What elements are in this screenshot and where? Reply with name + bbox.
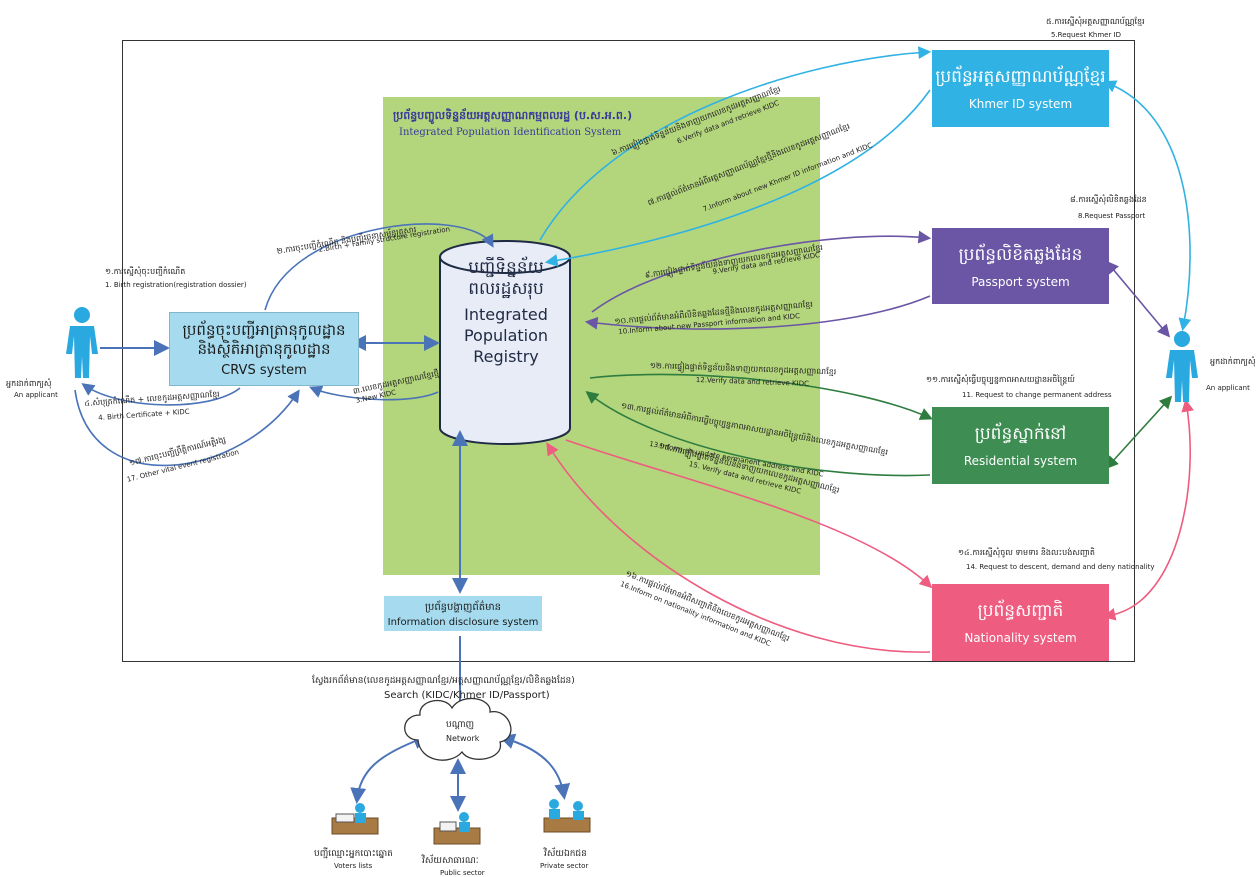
crvs-system-box: ប្រព័ន្ធចុះបញ្ជីអាត្រានុកូលដ្ឋាន និងស្ថិ… bbox=[169, 312, 359, 386]
nationality-title-en: Nationality system bbox=[964, 631, 1077, 645]
registry-title-en-1: Integrated bbox=[464, 305, 548, 324]
residential-system-box: ប្រព័ន្ធស្នាក់នៅ Residential system bbox=[932, 407, 1109, 484]
network-label-km: បណ្តាញ bbox=[446, 720, 475, 730]
residential-title-en: Residential system bbox=[963, 454, 1078, 468]
network-label-en: Network bbox=[446, 734, 480, 743]
registry-title-en-2: Population bbox=[463, 326, 549, 345]
flow-11-label-en: 11. Request to change permanent address bbox=[962, 391, 1112, 399]
right-applicant-label-km: អ្នកដាក់ពាក្យសុំ bbox=[1210, 357, 1256, 366]
residential-title-km: ប្រព័ន្ធស្នាក់នៅ bbox=[974, 424, 1067, 444]
public-sector-label-en: Public sector bbox=[440, 869, 485, 877]
passport-system-box: ប្រព័ន្ធលិខិតឆ្លងដែន Passport system bbox=[932, 228, 1109, 304]
integrated-population-registry: បញ្ជីទិន្នន័យ ពលរដ្ឋសរុប Integrated Popu… bbox=[442, 258, 570, 367]
network-cloud-icon bbox=[404, 697, 512, 761]
ipis-title-en: Integrated Population Identification Sys… bbox=[399, 127, 622, 138]
crvs-title-en: CRVS system bbox=[221, 362, 307, 378]
left-applicant-label-km: អ្នកដាក់ពាក្យសុំ bbox=[6, 379, 52, 388]
nationality-system-box: ប្រព័ន្ធសញ្ជាតិ Nationality system bbox=[932, 584, 1109, 661]
passport-title-km: ប្រព័ន្ធលិខិតឆ្លងដែន bbox=[958, 244, 1083, 265]
flow-14-label-km: ១៤.ការស្នើសុំចូល ទាមទារ និងលះបង់សញ្ជាតិ bbox=[958, 548, 1095, 557]
voters-lists-icon bbox=[331, 803, 379, 835]
flow-1-label-km: ១.ការស្នើសុំចុះបញ្ជីកំណើត bbox=[105, 267, 186, 276]
left-applicant-label-en: An applicant bbox=[14, 391, 58, 399]
registry-title-km-2: ពលរដ្ឋសរុប bbox=[468, 279, 544, 299]
registry-title-km-1: បញ្ជីទិន្នន័យ bbox=[468, 258, 544, 278]
passport-title-en: Passport system bbox=[971, 274, 1070, 289]
khmer-id-system-box: ប្រព័ន្ធអត្តសញ្ញាណប័ណ្ណខ្មែរ Khmer ID sy… bbox=[932, 50, 1109, 127]
flow-5-label-km: ៥.ការស្នើសុំអត្តសញ្ញាណប័ណ្ណខ្មែរ bbox=[1046, 17, 1145, 26]
private-sector-label-km: វិស័យឯកជន bbox=[544, 849, 587, 859]
voters-lists-label-km: បញ្ជីឈ្មោះអ្នកបោះឆ្នោត bbox=[314, 849, 393, 859]
crvs-title-km-2: និងស្ថិតិអាត្រានុកូលដ្ឋាន bbox=[197, 339, 331, 358]
left-applicant-person-icon bbox=[66, 307, 98, 378]
khmer-id-title-en: Khmer ID system bbox=[968, 97, 1073, 111]
right-applicant-person-icon bbox=[1166, 331, 1198, 402]
public-sector-icon bbox=[433, 812, 481, 845]
nationality-title-km: ប្រព័ន្ធសញ្ជាតិ bbox=[977, 601, 1064, 621]
flow-8-label-en: 8.Request Passport bbox=[1078, 212, 1146, 220]
registry-title-en-3: Registry bbox=[473, 347, 539, 366]
info-title-en: Information disclosure system bbox=[387, 616, 539, 628]
flow-14-label-en: 14. Request to descent, demand and deny … bbox=[966, 563, 1155, 571]
right-applicant-label-en: An applicant bbox=[1206, 384, 1250, 392]
information-disclosure-box: ប្រព័ន្ធបង្ហាញព័ត៌មាន Information disclo… bbox=[384, 596, 542, 631]
ipis-title-km: ប្រព័ន្ធបញ្ចូលទិន្នន័យអត្តសញ្ញាណកម្មពលរដ… bbox=[393, 109, 633, 122]
public-sector-label-km: វិស័យសាធារណៈ bbox=[422, 856, 479, 866]
khmer-id-title-km: ប្រព័ន្ធអត្តសញ្ញាណប័ណ្ណខ្មែរ bbox=[935, 67, 1106, 87]
flow-5-label-en: 5.Request Khmer ID bbox=[1051, 31, 1122, 39]
search-label-en: Search (KIDC/Khmer ID/Passport) bbox=[384, 690, 550, 701]
flow-11-label-km: ១១.ការស្នើសុំធ្វើបច្ចុប្បន្នភាពអាសយដ្ឋាន… bbox=[926, 375, 1075, 384]
crvs-title-km-1: ប្រព័ន្ធចុះបញ្ជីអាត្រានុកូលដ្ឋាន bbox=[182, 320, 346, 339]
flow-1-label-en: 1. Birth registration(registration dossi… bbox=[105, 281, 247, 289]
system-boundary-frame bbox=[122, 40, 1135, 662]
flow-8-label-km: ៨.ការស្នើសុំលិខិតឆ្លងដែន bbox=[1070, 195, 1147, 204]
info-title-km: ប្រព័ន្ធបង្ហាញព័ត៌មាន bbox=[425, 601, 501, 613]
voters-lists-label-en: Voters lists bbox=[334, 862, 373, 870]
private-sector-icon bbox=[543, 799, 591, 833]
private-sector-label-en: Private sector bbox=[540, 862, 589, 870]
search-label-km: ស្វែងរកព័ត៌មាន(លេខកូដអត្តសញ្ញាណខ្មែរ/អត្… bbox=[312, 676, 575, 686]
registry-cylinder bbox=[439, 240, 571, 445]
